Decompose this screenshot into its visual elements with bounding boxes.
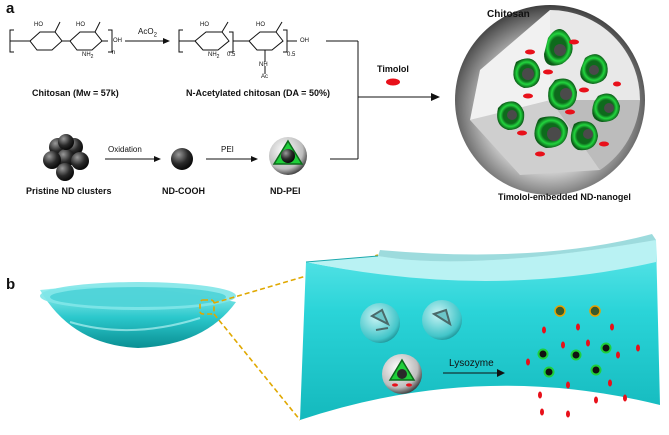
pei-label: PEI	[221, 145, 234, 154]
zoom-callout	[199, 254, 379, 421]
ho-label-4: HO	[256, 22, 265, 28]
nh2-label-1: NH2	[82, 52, 94, 61]
oxidation-arrow	[105, 156, 161, 162]
nanogel-caption: Timolol-embedded ND-nanogel	[498, 192, 631, 202]
oh-label-1: OH	[113, 38, 122, 44]
acetylation-arrow	[125, 38, 170, 44]
lysozyme-label: Lysozyme	[449, 358, 494, 369]
oxidation-label: Oxidation	[108, 145, 142, 154]
acetylation-reagent: AcO2	[138, 27, 157, 39]
chitosan-structure	[9, 21, 113, 53]
nd-cooh-caption: ND-COOH	[162, 186, 205, 196]
nh2-label-2: NH2	[208, 52, 220, 61]
nd-pei-particle	[269, 137, 307, 175]
acetylated-chitosan-caption: N-Acetylated chitosan (DA = 50%)	[186, 88, 330, 98]
nh-label: NH	[259, 62, 268, 68]
released-nds	[537, 305, 612, 378]
chitosan-callout: Chitosan	[487, 9, 530, 20]
pristine-nd-clusters	[43, 134, 89, 181]
connector-lines	[326, 40, 432, 160]
panel-b-label: b	[6, 276, 16, 293]
pristine-nd-caption: Pristine ND clusters	[26, 186, 112, 196]
contact-lens	[40, 282, 236, 348]
acetylated-chitosan-structure	[178, 21, 297, 74]
nd-cooh-particle	[171, 148, 193, 170]
ho-label-3: HO	[200, 22, 209, 28]
embedded-nanogels	[360, 300, 462, 394]
sub-05-1: 0.5	[227, 52, 236, 58]
released-timolol	[526, 323, 640, 418]
lysozyme-arrow	[443, 369, 505, 377]
timolol-drop	[386, 78, 400, 86]
tear-film-slab	[300, 234, 660, 420]
nanogel-sphere	[455, 5, 645, 195]
nanogel-arrow-head	[431, 93, 440, 101]
pei-arrow	[206, 156, 258, 162]
ho-label-2: HO	[76, 22, 85, 28]
oh-label-2: OH	[300, 38, 309, 44]
sub-05-2: 0.5	[287, 52, 296, 58]
panel-a-label: a	[6, 0, 15, 17]
chitosan-caption: Chitosan (Mw = 57k)	[32, 88, 119, 98]
n-subscript: n	[112, 50, 116, 56]
ac-label: Ac	[261, 74, 269, 80]
nd-pei-caption: ND-PEI	[270, 186, 301, 196]
ho-label-1: HO	[34, 22, 43, 28]
timolol-label: Timolol	[377, 64, 409, 74]
